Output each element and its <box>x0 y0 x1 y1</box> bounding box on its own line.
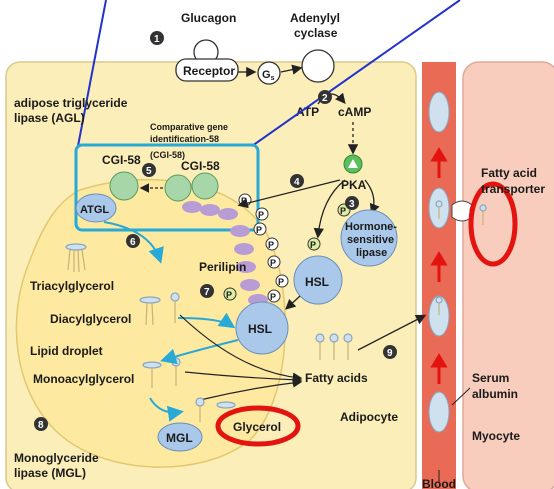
serum-albumin-label-1: Serum <box>472 371 509 385</box>
fatty-acid-transporter-label-1: Fatty acid <box>481 166 537 180</box>
svg-text:P: P <box>270 258 276 268</box>
svg-text:P: P <box>270 292 276 302</box>
agl-label-1: adipose triglyceride <box>14 96 128 110</box>
glucagon-label: Glucagon <box>181 11 236 25</box>
svg-text:P: P <box>340 206 346 216</box>
svg-text:5: 5 <box>146 166 152 177</box>
adipocyte-label: Adipocyte <box>340 410 398 424</box>
step-badge-2: 2 <box>318 90 332 104</box>
serum-albumin <box>429 392 449 432</box>
step-badge-9: 9 <box>383 345 397 359</box>
myocyte-cell <box>463 62 554 489</box>
perilipin-segment <box>200 204 220 216</box>
phosphate-group: P <box>308 238 320 250</box>
step-badge-7: 7 <box>200 284 214 298</box>
step-badge-5: 5 <box>142 163 156 177</box>
cgi58-label-left: CGI-58 <box>102 153 141 167</box>
cgi58-name-2: identification-58 <box>150 134 219 144</box>
phosphate-group: P <box>268 256 280 268</box>
phosphate-group: P <box>224 288 236 300</box>
svg-text:4: 4 <box>294 177 300 188</box>
serum-albumin-label-2: albumin <box>472 387 518 401</box>
monoglyceride-lipase-label-2: lipase (MGL) <box>14 466 86 480</box>
svg-text:3: 3 <box>349 199 355 210</box>
phosphate-group: P <box>276 275 288 287</box>
adenylyl-cyclase-label-1: Adenylyl <box>290 11 340 25</box>
glycerol-label: Glycerol <box>233 420 281 434</box>
fatty-acid-transporter-label-2: transporter <box>481 182 545 196</box>
cgi58-name-3: (CGI-58) <box>150 150 185 160</box>
perilipin-segment <box>240 279 260 291</box>
svg-text:7: 7 <box>204 287 210 298</box>
serum-albumin <box>429 92 449 132</box>
monoglyceride-lipase-label-1: Monoglyceride <box>14 451 99 465</box>
cgi58-protein-mid <box>165 175 191 201</box>
svg-text:6: 6 <box>130 237 136 248</box>
phosphate-group: P <box>266 238 278 250</box>
step-badge-1: 1 <box>150 31 164 45</box>
svg-text:P: P <box>268 240 274 250</box>
lipid-droplet-label: Lipid droplet <box>30 344 103 358</box>
svg-text:8: 8 <box>38 420 44 431</box>
cgi58-protein-right <box>192 173 218 199</box>
svg-text:1: 1 <box>154 34 160 45</box>
phosphate-group: P <box>268 290 280 302</box>
hsl-full-label-2: sensitive <box>347 234 394 246</box>
diacylglycerol-label: Diacylglycerol <box>50 312 131 326</box>
hsl-bound-label: HSL <box>248 322 272 336</box>
cgi58-name-1: Comparative gene <box>150 122 228 132</box>
triacylglycerol-label: Triacylglycerol <box>30 279 114 293</box>
perilipin-label: Perilipin <box>199 260 246 274</box>
adenylyl-cyclase-label-2: cyclase <box>294 26 338 40</box>
hsl-full-label-3: lipase <box>356 247 387 259</box>
step-badge-8: 8 <box>34 417 48 431</box>
svg-text:P: P <box>258 210 264 220</box>
svg-text:2: 2 <box>322 93 328 104</box>
hsl-free-label: HSL <box>305 275 329 289</box>
step-badge-6: 6 <box>126 234 140 248</box>
myocyte-label: Myocyte <box>472 429 520 443</box>
cgi58-protein-left <box>110 172 138 200</box>
camp-label: cAMP <box>338 105 371 119</box>
fatty-acids-label: Fatty acids <box>305 371 368 385</box>
perilipin-segment <box>234 243 254 255</box>
agl-label-2: lipase (AGL) <box>14 111 85 125</box>
phosphate-group: P <box>256 208 268 220</box>
phosphate-group: P <box>254 223 266 235</box>
step-badge-3: 3 <box>345 196 359 210</box>
svg-text:P: P <box>256 225 262 235</box>
blood-label: Blood <box>422 477 456 489</box>
svg-text:P: P <box>278 277 284 287</box>
monoacylglycerol-label: Monoacylglycerol <box>33 372 134 386</box>
svg-text:9: 9 <box>387 348 393 359</box>
mgl-label: MGL <box>166 431 193 445</box>
cgi58-label-right: CGI-58 <box>181 159 220 173</box>
atgl-label: ATGL <box>80 204 109 216</box>
adenylyl-cyclase-shape <box>302 50 334 82</box>
perilipin-segment <box>182 201 202 213</box>
perilipin-segment <box>230 225 250 237</box>
receptor-label: Receptor <box>183 64 235 78</box>
svg-text:P: P <box>226 290 232 300</box>
perilipin-segment <box>218 208 238 220</box>
svg-text:P: P <box>310 240 316 250</box>
step-badge-4: 4 <box>290 174 304 188</box>
hsl-full-label-1: Hormone- <box>345 221 397 233</box>
